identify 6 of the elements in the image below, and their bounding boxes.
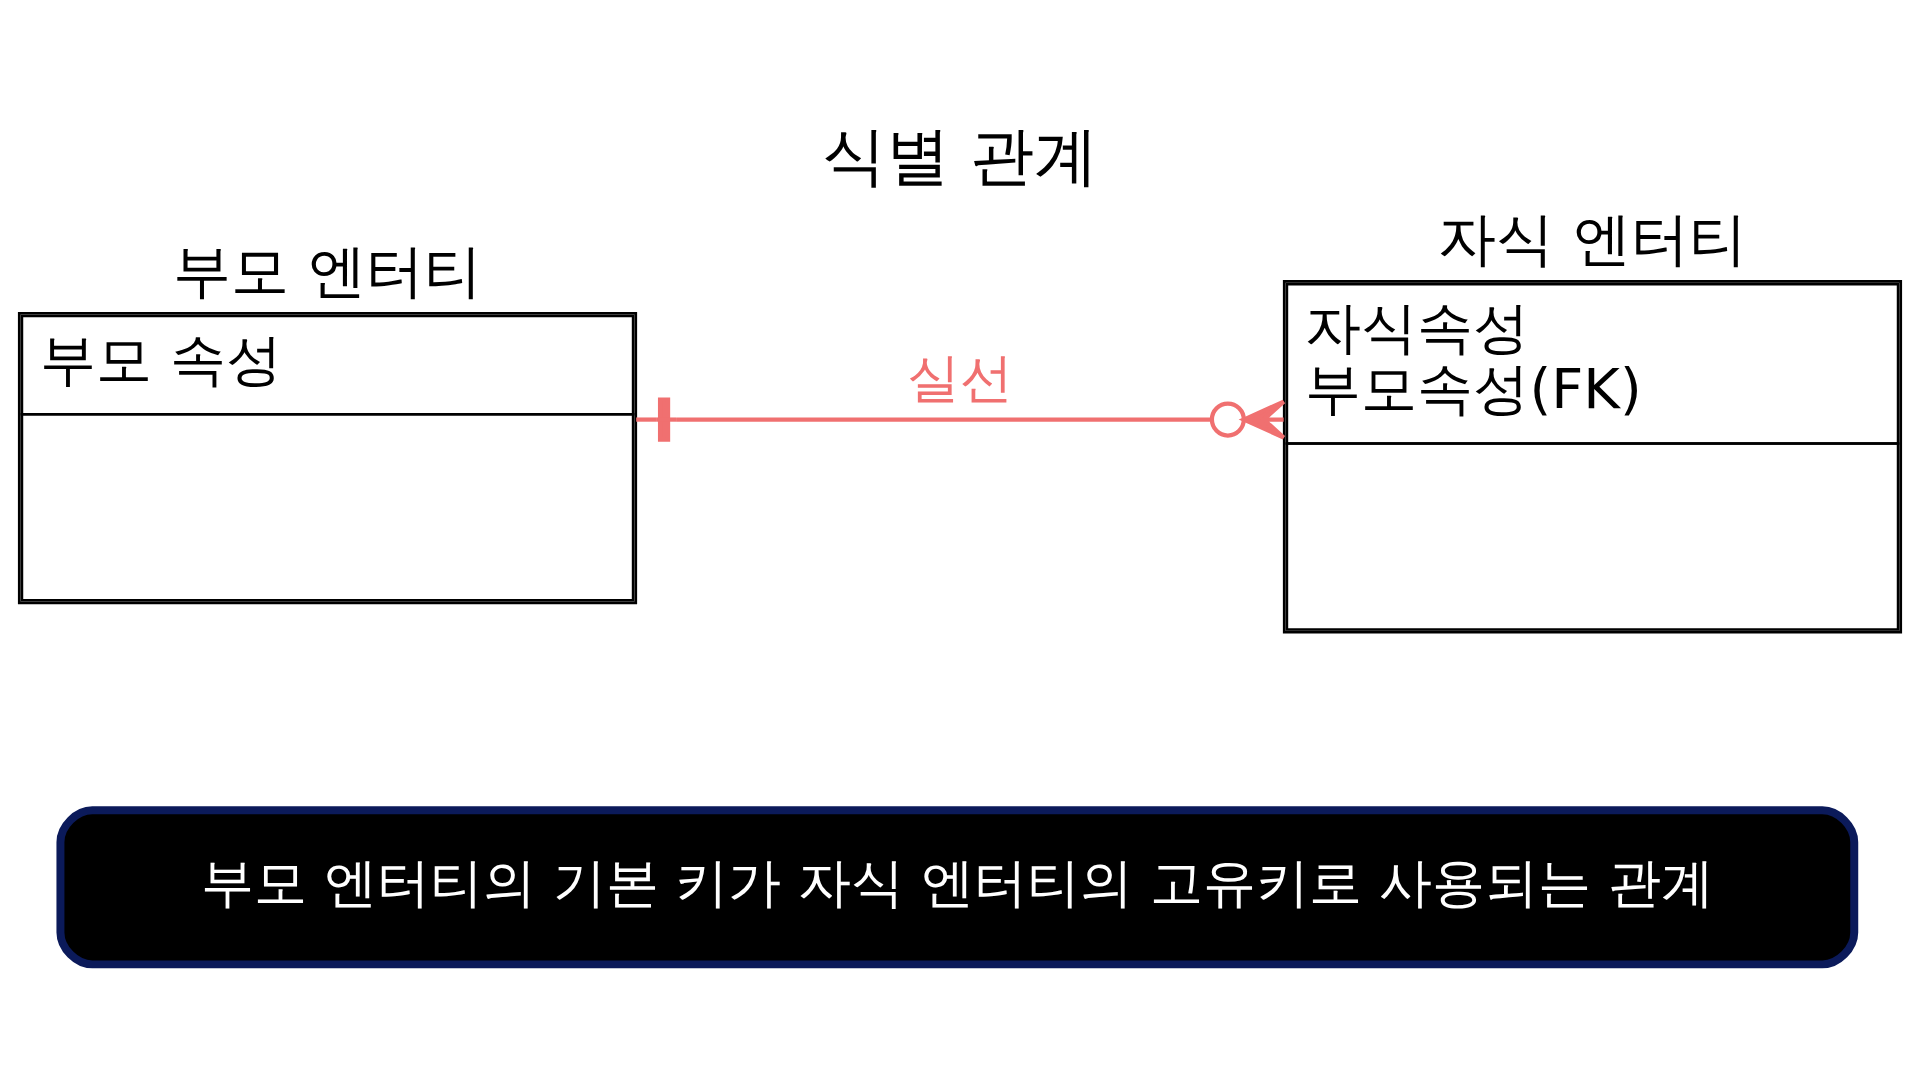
diagram-title: 식별 관계 [821, 118, 1099, 193]
node-label: 자식 엔터티 [1438, 204, 1747, 273]
node-label: 부모 엔터티 [173, 236, 482, 305]
edge-label: 실선 [907, 346, 1013, 409]
node-box: 부모 엔터티의 기본 키가 자식 엔터티의 고유키로 사용되는 관계 [56, 805, 1859, 968]
connector [636, 397, 1286, 442]
